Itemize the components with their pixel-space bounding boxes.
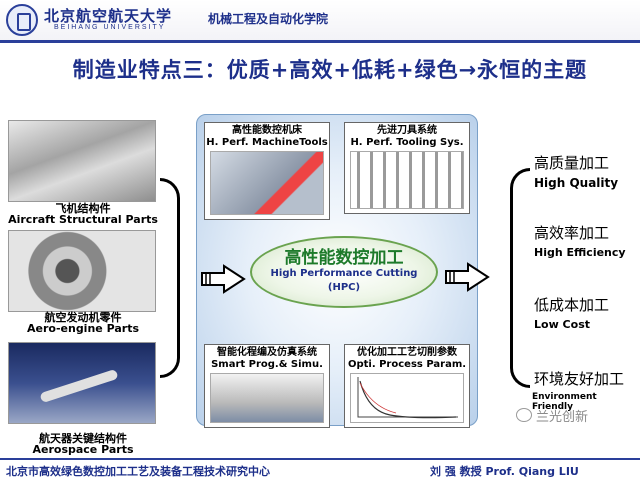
school-name: 机械工程及自动化学院 [208,12,329,26]
aerospace-parts-caption-en: Aerospace Parts [32,443,134,456]
goal-efficiency-cn: 高效率加工 [534,224,610,242]
engine-parts-caption-cn: 航空发动机零件 [44,311,122,324]
goal-environment-en: Environment Friendly [532,392,597,412]
aircraft-parts-image [8,120,156,202]
aircraft-parts-caption-cn: 飞机结构件 [55,202,111,215]
aerospace-parts-image [8,342,156,424]
machine-tools-box: 高性能数控机床 H. Perf. MachineTools [204,122,330,220]
right-arrow-icon [201,264,246,294]
university-logo-icon [6,4,38,36]
hpc-ellipse [250,236,438,308]
hpc-title-en: High Performance Cutting [270,268,418,279]
opti-title-cn: 优化加工工艺切削参数 [357,347,457,358]
prog-title-en: Smart Prog.& Simu. [211,359,323,370]
footer-divider [0,458,640,460]
engine-parts-caption-en: Aero-engine Parts [27,322,139,335]
right-arrow-icon [445,262,490,292]
decay-curve-icon [357,377,458,419]
goal-environment-cn: 环境友好加工 [534,370,625,388]
opti-title-en: Opti. Process Param. [347,359,467,370]
slide-title: 制造业特点三：优质+高效+低耗+绿色→永恒的主题 [72,58,588,82]
tooling-system-box: 先进刀具系统 H. Perf. Tooling Sys. [344,122,470,214]
simulation-image [210,373,324,423]
left-brace [160,178,180,378]
tooling-title-cn: 先进刀具系统 [377,125,437,136]
goal-quality-cn: 高质量加工 [534,154,610,172]
prog-title-cn: 智能化程编及仿真系统 [217,347,317,358]
footer-author: 刘 强 教授 Prof. Qiang LIU [430,465,579,478]
right-brace [510,168,530,388]
university-name-cn: 北京航空航天大学 [44,7,173,25]
machine-tools-title-cn: 高性能数控机床 [232,125,302,136]
hpc-abbreviation: (HPC) [327,282,361,293]
smart-programming-box: 智能化程编及仿真系统 Smart Prog.& Simu. [204,344,330,428]
wechat-icon [516,408,532,422]
goal-cost-en: Low Cost [534,318,590,331]
machine-tool-image [210,151,324,215]
goal-efficiency-en: High Efficiency [534,246,626,259]
tooling-title-en: H. Perf. Tooling Sys. [350,137,464,148]
machine-tools-title-en: H. Perf. MachineTools [206,137,328,148]
engine-parts-image [8,230,156,312]
footer-institution: 北京市高效绿色数控加工工艺及装备工程技术研究中心 [6,465,270,478]
header-bar [0,0,640,40]
watermark-text: 兰光创新 [536,410,589,425]
hpc-title-cn: 高性能数控加工 [284,248,404,268]
aircraft-parts-caption-en: Aircraft Structural Parts [8,213,158,226]
parameter-chart-image [350,373,464,423]
header-divider [0,40,640,43]
university-name-en: BEIHANG UNIVERSITY [54,24,166,31]
goal-quality-en: High Quality [534,176,619,190]
goal-cost-cn: 低成本加工 [534,296,610,314]
cutting-tools-image [350,151,464,209]
aerospace-parts-caption-cn: 航天器关键结构件 [39,432,127,445]
process-parameters-box: 优化加工工艺切削参数 Opti. Process Param. [344,344,470,428]
